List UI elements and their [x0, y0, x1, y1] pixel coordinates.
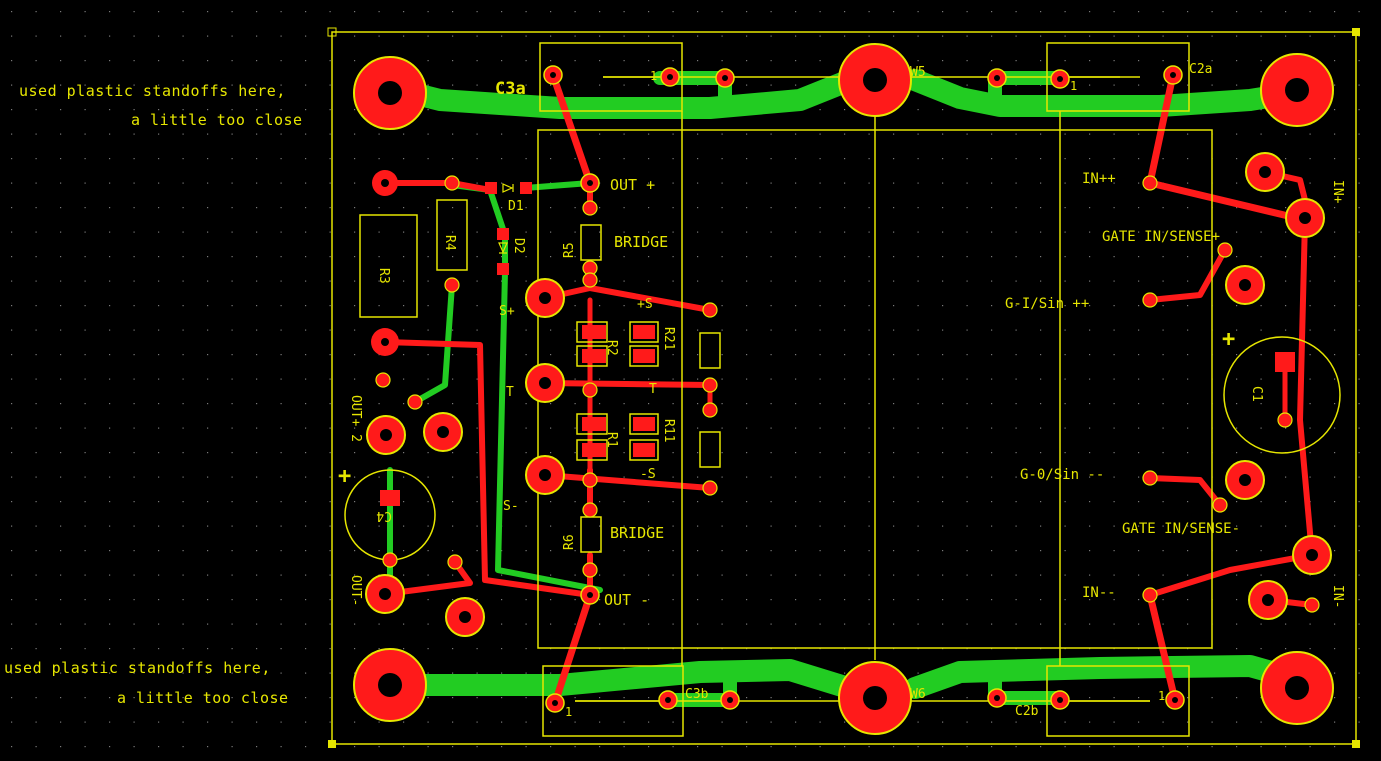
label-s-plus-left: S+ [499, 304, 515, 319]
board-outline [331, 31, 1357, 745]
label-r11: R11 [661, 419, 676, 442]
label-in-mm: IN-- [1082, 585, 1116, 601]
label-d1: D1 [508, 199, 524, 214]
label-r2: R2 [604, 340, 619, 356]
silkscreen-text: C3a C3b C2a C2b W5 W6 D1 D2 R3 R4 R5 R6 … [338, 62, 1345, 719]
label-plus-c4: + [338, 464, 351, 489]
label-pin1-bl: 1 [565, 705, 572, 719]
label-w6: W6 [910, 687, 926, 702]
label-gi-sin: G-I/Sin ++ [1005, 296, 1089, 312]
label-c3a: C3a [495, 79, 526, 99]
label-plus-s: +S [637, 297, 653, 312]
label-out2-plus: OUT+ 2 [348, 395, 363, 442]
r11-outline [699, 431, 721, 468]
label-s-minus-left: S- [503, 499, 519, 514]
label-minus-s: -S [640, 467, 656, 482]
diode-symbols [498, 183, 514, 254]
label-r3: R3 [376, 268, 391, 284]
c1-outline [1223, 336, 1341, 454]
label-t-left: T [506, 385, 514, 400]
label-r21: R21 [661, 327, 676, 350]
label-c1: C1 [1249, 386, 1264, 402]
label-r1: R1 [604, 432, 619, 448]
note-top-line2: a little too close [131, 111, 303, 129]
label-pin1-br: 1 [1158, 689, 1165, 703]
label-gate-sense-minus: GATE IN/SENSE- [1122, 521, 1240, 537]
label-d2: D2 [511, 238, 526, 254]
label-c3b: C3b [685, 687, 709, 702]
smd-pads [380, 182, 1295, 506]
label-in-minus: IN- [1330, 585, 1345, 608]
outline-corner-markers [327, 27, 1360, 748]
label-bridge-top: BRIDGE [614, 233, 668, 251]
label-pin1-tr: 1 [1070, 79, 1077, 93]
label-go-sin: G-0/Sin -- [1020, 467, 1104, 483]
label-w5: W5 [910, 65, 926, 80]
r3-outline [359, 214, 418, 318]
r4-outline [436, 199, 468, 271]
note-top-line1: used plastic standoffs here, [19, 82, 286, 100]
label-t-mid: T [649, 382, 657, 397]
r5-outline [580, 224, 602, 261]
label-out-minus: OUT - [604, 591, 649, 609]
label-r6: R6 [562, 534, 577, 550]
label-bridge-bottom: BRIDGE [610, 524, 664, 542]
label-pin1-tl: 1 [650, 69, 657, 83]
label-out2-minus: OUT- [348, 575, 363, 606]
label-c2a: C2a [1189, 62, 1212, 77]
through-hole-pads [353, 43, 1334, 735]
label-c2b: C2b [1015, 704, 1039, 719]
label-out-plus: OUT + [610, 176, 655, 194]
label-c4: C4 [376, 508, 392, 523]
label-r4: R4 [442, 235, 457, 251]
note-bottom-line1: used plastic standoffs here, [4, 659, 271, 677]
label-plus-c1: + [1222, 327, 1235, 352]
label-in-pp: IN++ [1082, 171, 1116, 187]
note-bottom-line2: a little too close [117, 689, 289, 707]
r21-outline [699, 332, 721, 369]
label-r5: R5 [562, 242, 577, 258]
label-gate-sense-plus: GATE IN/SENSE+ [1102, 229, 1220, 245]
label-in-plus: IN+ [1330, 180, 1345, 204]
